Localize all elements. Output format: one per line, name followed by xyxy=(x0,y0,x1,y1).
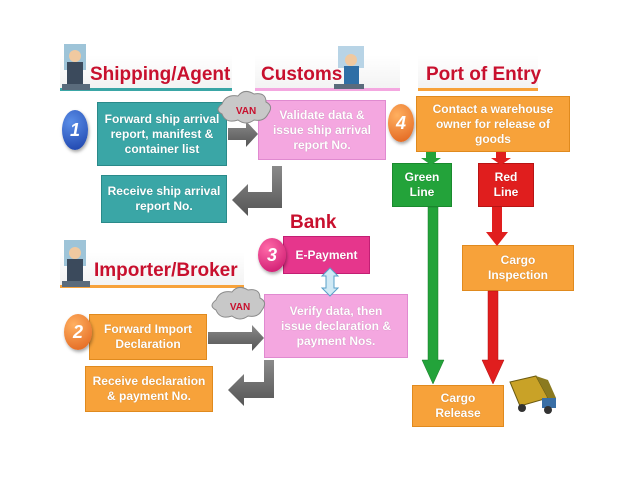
green-line-box: Green Line xyxy=(392,163,452,207)
epayment-verify-arrow xyxy=(320,267,340,297)
step-4-badge: 4 xyxy=(388,104,414,142)
shipping-agent-person-icon xyxy=(62,44,90,90)
e-payment-box: E-Payment xyxy=(283,236,370,274)
importer-heading-bar xyxy=(60,252,244,288)
importer-person-icon xyxy=(62,240,90,287)
cargo-release-box: Cargo Release xyxy=(412,385,504,427)
customs-heading-bar xyxy=(255,55,400,91)
arrow-to-verify xyxy=(208,325,264,351)
red-to-inspection-arrow xyxy=(486,207,508,246)
port-of-entry-heading: Port of Entry xyxy=(426,64,542,85)
bank-heading: Bank xyxy=(290,212,337,233)
customs-heading: Customs xyxy=(261,64,343,85)
green-long-arrow xyxy=(421,206,445,385)
step-1-badge: 1 xyxy=(62,110,88,150)
customs-person-icon xyxy=(334,46,364,89)
truck-icon xyxy=(509,375,556,414)
importer-broker-heading: Importer/Broker xyxy=(94,260,238,281)
validate-data-box: Validate data & issue ship arrival repor… xyxy=(258,100,386,160)
receive-declaration-box: Receive declaration & payment No. xyxy=(85,366,213,412)
return-arrow-top xyxy=(232,166,282,216)
cargo-inspection-box: Cargo Inspection xyxy=(462,245,574,291)
receive-ship-arrival-box: Receive ship arrival report No. xyxy=(101,175,227,223)
step-3-badge: 3 xyxy=(258,238,286,272)
contact-warehouse-box: Contact a warehouse owner for release of… xyxy=(416,96,570,152)
red-long-arrow xyxy=(481,290,505,385)
van-label-top: VAN xyxy=(235,105,257,117)
verify-data-box: Verify data, then issue declaration & pa… xyxy=(264,294,408,358)
red-short-arrow xyxy=(491,152,511,165)
forward-ship-arrival-box: Forward ship arrival report, manifest & … xyxy=(97,102,227,166)
step-2-badge: 2 xyxy=(64,314,92,350)
port-heading-bar xyxy=(418,55,538,91)
forward-import-declaration-box: Forward Import Declaration xyxy=(89,314,207,360)
shipping-agent-heading: Shipping/Agent xyxy=(90,64,231,85)
red-line-box: Red Line xyxy=(478,163,534,207)
van-label-bottom: VAN xyxy=(229,301,251,313)
return-arrow-bottom xyxy=(228,360,274,406)
arrow-to-customs-top xyxy=(228,121,258,147)
van-cloud-bottom xyxy=(211,286,266,320)
green-short-arrow xyxy=(421,152,441,165)
van-cloud-top xyxy=(217,90,272,124)
